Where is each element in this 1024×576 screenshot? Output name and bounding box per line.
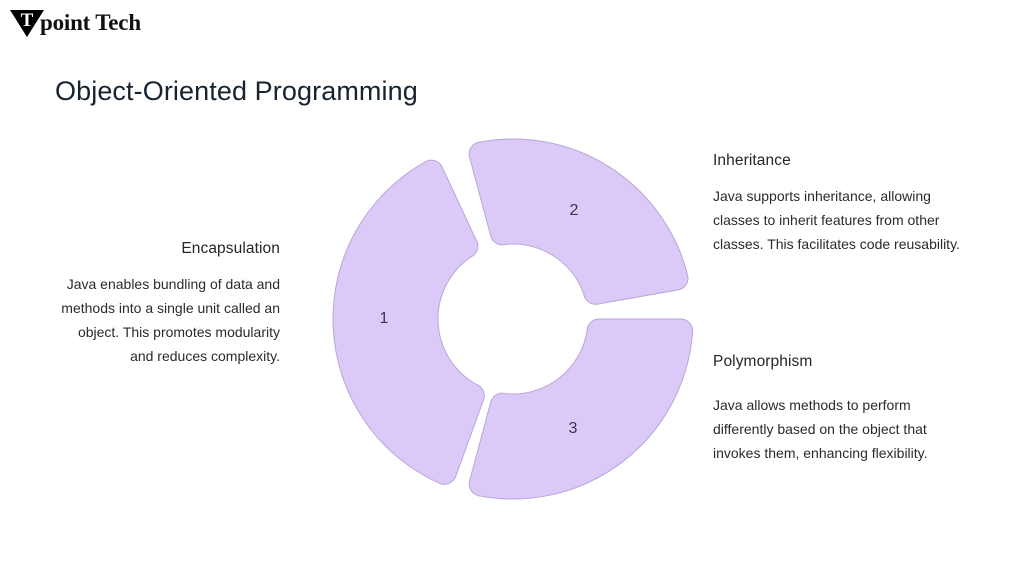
donut-segment-label: 1 xyxy=(380,310,389,327)
donut-segment[interactable] xyxy=(468,318,694,500)
donut-segment-label: 2 xyxy=(570,202,579,219)
donut-segment-label: 3 xyxy=(569,420,578,437)
text-block-inheritance: Inheritance Java supports inheritance, a… xyxy=(713,152,969,256)
brand-logo: T point Tech xyxy=(10,6,141,40)
donut-label-group: 1 2 3 xyxy=(380,202,579,437)
block-heading-polymorphism: Polymorphism xyxy=(713,353,813,370)
donut-chart: 1 2 3 xyxy=(322,128,704,510)
donut-segment[interactable] xyxy=(332,159,485,485)
block-body-polymorphism: Java allows methods to perform different… xyxy=(713,397,928,461)
text-block-encapsulation: Encapsulation Java enables bundling of d… xyxy=(52,240,280,368)
donut-segment-group xyxy=(332,138,694,500)
donut-segment[interactable] xyxy=(468,138,689,305)
block-body-inheritance: Java supports inheritance, allowing clas… xyxy=(713,188,960,252)
block-heading-encapsulation: Encapsulation xyxy=(181,240,280,257)
donut-chart-svg: 1 2 3 xyxy=(332,138,694,500)
logo-wordmark: point Tech xyxy=(40,10,141,35)
triangle-shape xyxy=(10,10,44,37)
block-heading-inheritance: Inheritance xyxy=(713,152,791,169)
logo-mark-letter: T xyxy=(20,10,34,31)
page-title: Object-Oriented Programming xyxy=(55,76,418,106)
text-block-polymorphism: Polymorphism Java allows methods to perf… xyxy=(713,353,969,465)
triangle-badge-icon: T xyxy=(10,8,44,38)
block-body-encapsulation: Java enables bundling of data and method… xyxy=(61,276,280,364)
